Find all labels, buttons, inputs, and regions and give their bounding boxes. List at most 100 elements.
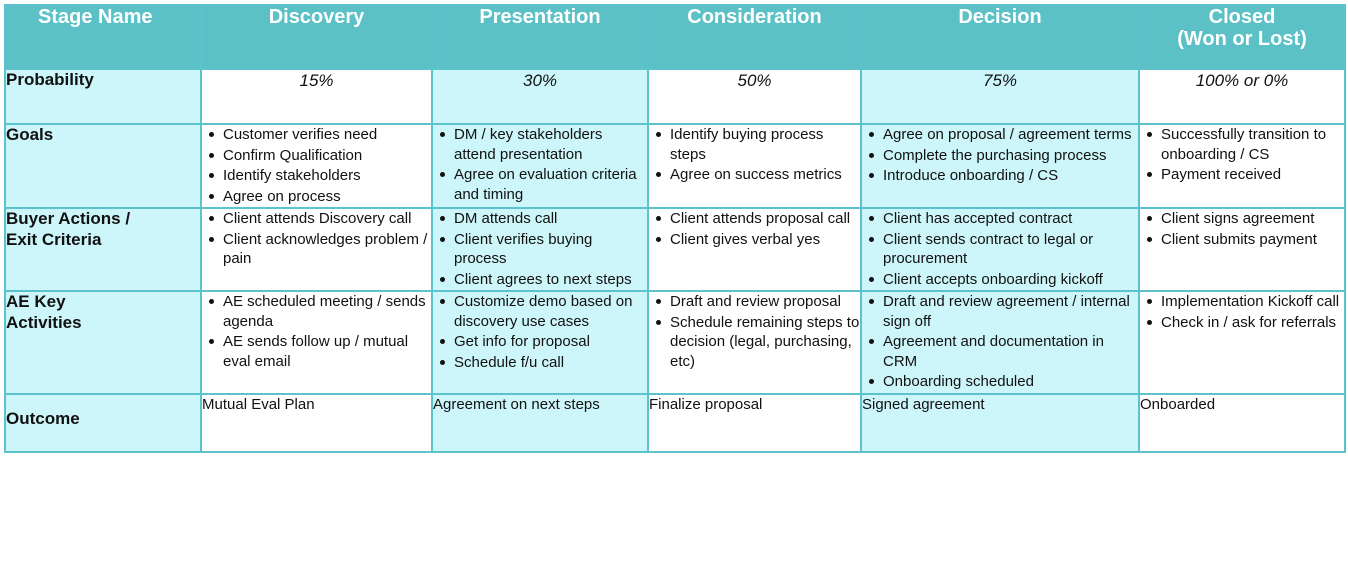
bullet-item: Client verifies buying process bbox=[440, 230, 647, 269]
row-label-outcome: Outcome bbox=[4, 392, 202, 453]
bullet-item: Introduce onboarding / CS bbox=[869, 166, 1138, 186]
bullet-item: Agree on proposal / agreement terms bbox=[869, 125, 1138, 145]
table-row-outcome: Outcome Mutual Eval Plan Agreement on ne… bbox=[4, 392, 1346, 453]
bullet-item: Agree on evaluation criteria and timing bbox=[440, 165, 647, 204]
table-row-probability: Probability 15% 30% 50% 75% 100% or 0% bbox=[4, 68, 1346, 125]
bullet-item: Schedule remaining steps to decision (le… bbox=[656, 313, 860, 370]
bullet-item: Client sends contract to legal or procur… bbox=[869, 230, 1138, 269]
bullet-item: Identify buying process steps bbox=[656, 125, 860, 164]
stage-matrix-table: Stage Name Discovery Presentation Consid… bbox=[4, 4, 1346, 453]
table-row-ae-key-activities: AE Key Activities AE scheduled meeting /… bbox=[4, 290, 1346, 395]
bullet-item: Implementation Kickoff call bbox=[1147, 292, 1344, 312]
bullet-item: Agree on success metrics bbox=[656, 165, 860, 185]
probability-closed: 100% or 0% bbox=[1138, 68, 1346, 125]
table-body: Probability 15% 30% 50% 75% 100% or 0% G… bbox=[4, 68, 1346, 453]
bullet-item: Payment received bbox=[1147, 165, 1344, 185]
bullet-item: Client agrees to next steps bbox=[440, 270, 647, 290]
bullet-item: DM / key stakeholders attend presentatio… bbox=[440, 125, 647, 164]
column-header-consideration: Consideration bbox=[647, 4, 862, 70]
bullet-list: Successfully transition to onboarding / … bbox=[1140, 125, 1344, 185]
bullet-item: Client submits payment bbox=[1147, 230, 1344, 250]
probability-consideration: 50% bbox=[647, 68, 862, 125]
ae-label-line2: Activities bbox=[6, 312, 82, 332]
bullet-list: Draft and review agreement / internal si… bbox=[862, 292, 1138, 392]
column-header-presentation: Presentation bbox=[431, 4, 649, 70]
bullet-item: Complete the purchasing process bbox=[869, 146, 1138, 166]
closed-label-line1: Closed bbox=[1208, 6, 1276, 28]
bullet-item: Schedule f/u call bbox=[440, 353, 647, 373]
probability-presentation: 30% bbox=[431, 68, 649, 125]
bullet-item: Client has accepted contract bbox=[869, 209, 1138, 229]
bullet-item: Client gives verbal yes bbox=[656, 230, 860, 250]
bullet-item: Check in / ask for referrals bbox=[1147, 313, 1344, 333]
ae-activities-presentation: Customize demo based on discovery use ca… bbox=[431, 290, 649, 395]
column-header-stage-name: Stage Name bbox=[4, 4, 202, 70]
row-label-ae-key-activities: AE Key Activities bbox=[4, 290, 202, 395]
row-label-buyer-actions: Buyer Actions / Exit Criteria bbox=[4, 207, 202, 292]
bullet-item: Confirm Qualification bbox=[209, 146, 431, 166]
bullet-item: Onboarding scheduled bbox=[869, 372, 1138, 392]
bullet-item: Customer verifies need bbox=[209, 125, 431, 145]
bullet-list: DM / key stakeholders attend presentatio… bbox=[433, 125, 647, 204]
bullet-list: Customize demo based on discovery use ca… bbox=[433, 292, 647, 372]
bullet-item: Client accepts onboarding kickoff bbox=[869, 270, 1138, 290]
header-row: Stage Name Discovery Presentation Consid… bbox=[4, 4, 1346, 70]
outcome-closed: Onboarded bbox=[1138, 392, 1346, 453]
bullet-item: AE scheduled meeting / sends agenda bbox=[209, 292, 431, 331]
column-header-closed: Closed(Won or Lost) bbox=[1138, 4, 1346, 70]
bullet-item: Customize demo based on discovery use ca… bbox=[440, 292, 647, 331]
bullet-item: Client acknowledges problem / pain bbox=[209, 230, 431, 269]
ae-label-line1: AE Key bbox=[6, 292, 66, 311]
ae-activities-decision: Draft and review agreement / internal si… bbox=[860, 290, 1140, 395]
row-label-goals: Goals bbox=[4, 123, 202, 209]
buyer-actions-label-line1: Buyer Actions / bbox=[6, 209, 131, 228]
outcome-consideration: Finalize proposal bbox=[647, 392, 862, 453]
outcome-decision: Signed agreement bbox=[860, 392, 1140, 453]
bullet-item: Agree on process bbox=[209, 187, 431, 207]
probability-discovery: 15% bbox=[200, 68, 433, 125]
buyer-actions-label-line2: Exit Criteria bbox=[6, 229, 102, 249]
bullet-item: AE sends follow up / mutual eval email bbox=[209, 332, 431, 371]
goals-closed: Successfully transition to onboarding / … bbox=[1138, 123, 1346, 209]
table-row-buyer-actions: Buyer Actions / Exit Criteria Client att… bbox=[4, 207, 1346, 292]
bullet-item: Get info for proposal bbox=[440, 332, 647, 352]
bullet-item: Identify stakeholders bbox=[209, 166, 431, 186]
closed-label-line2: (Won or Lost) bbox=[1177, 28, 1307, 51]
bullet-item: Agreement and documentation in CRM bbox=[869, 332, 1138, 371]
bullet-item: Client attends Discovery call bbox=[209, 209, 431, 229]
row-label-probability: Probability bbox=[4, 68, 202, 125]
bullet-item: DM attends call bbox=[440, 209, 647, 229]
bullet-item: Successfully transition to onboarding / … bbox=[1147, 125, 1344, 164]
outcome-discovery: Mutual Eval Plan bbox=[200, 392, 433, 453]
goals-presentation: DM / key stakeholders attend presentatio… bbox=[431, 123, 649, 209]
bullet-item: Draft and review proposal bbox=[656, 292, 860, 312]
column-header-discovery: Discovery bbox=[200, 4, 433, 70]
column-header-decision: Decision bbox=[860, 4, 1140, 70]
bullet-item: Draft and review agreement / internal si… bbox=[869, 292, 1138, 331]
probability-decision: 75% bbox=[860, 68, 1140, 125]
outcome-presentation: Agreement on next steps bbox=[431, 392, 649, 453]
